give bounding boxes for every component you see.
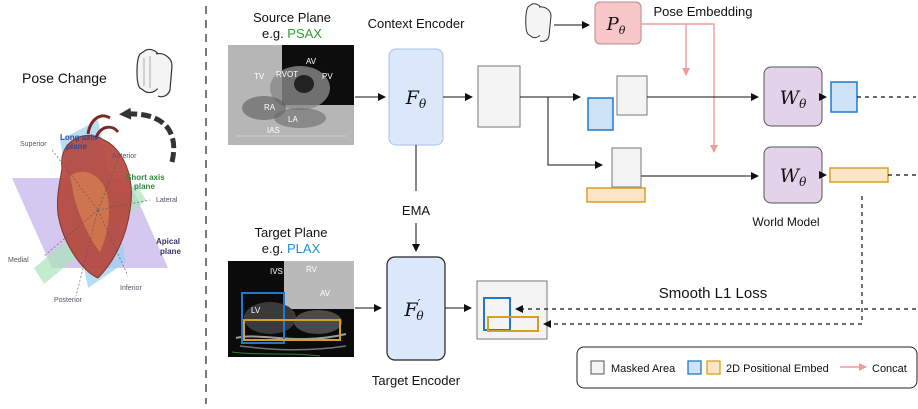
- legend-orange-swatch: [706, 360, 721, 375]
- axis-superior: [51, 149, 99, 211]
- label-superior: Superior: [20, 141, 47, 148]
- target-blue-mask: [241, 292, 285, 344]
- target-feature-orange: [487, 316, 539, 332]
- label-long-axis-2: plane: [66, 142, 87, 151]
- target-label-lv: LV: [251, 306, 261, 315]
- world-model-symbol-bottom: Wθ: [780, 165, 808, 189]
- context-feature-box: [477, 65, 521, 128]
- source-label-ra: RA: [264, 103, 276, 112]
- axis-inferior: [97, 209, 129, 277]
- legend-concat-label: Concat: [872, 363, 907, 375]
- concat-arrow-bottom: [686, 23, 718, 153]
- top-branch-feature: [616, 75, 648, 116]
- target-label-av: AV: [320, 289, 331, 298]
- context-encoder-label: Context Encoder: [368, 16, 466, 31]
- target-label-ivs: IVS: [270, 267, 283, 276]
- source-eg: e.g. PSAX: [262, 26, 322, 41]
- label-posterior: Posterior: [54, 297, 83, 304]
- axis-anterior: [97, 159, 119, 211]
- legend-pos-embed-label: 2D Positional Embed: [726, 363, 829, 375]
- heart-vessels: [86, 114, 120, 139]
- target-title: Target Plane: [255, 225, 328, 240]
- world-model-label: World Model: [752, 215, 819, 229]
- world-model-symbol-top: Wθ: [780, 87, 808, 111]
- target-encoder-label: Target Encoder: [372, 373, 461, 388]
- source-label-rvot: RVOT: [276, 70, 298, 79]
- label-apical-1: Apical: [156, 237, 180, 246]
- bottom-branch-pos-embed: [586, 187, 646, 203]
- pose-embedding-symbol: Pθ: [606, 14, 626, 37]
- target-orange-mask: [243, 319, 341, 341]
- target-eg-value: PLAX: [287, 241, 321, 256]
- heart-illustration: [12, 114, 168, 297]
- source-label-pv: PV: [322, 72, 333, 81]
- ema-label: EMA: [402, 203, 431, 218]
- target-eg-prefix: e.g.: [262, 241, 287, 256]
- source-label-la: LA: [288, 115, 298, 124]
- pose-change-title: Pose Change: [22, 70, 107, 86]
- probe-icon-small: [525, 3, 552, 42]
- top-branch-pos-embed: [587, 97, 614, 131]
- target-encoder-symbol: F′θ: [403, 297, 424, 323]
- label-medial: Medial: [8, 257, 29, 264]
- probe-icon: [136, 48, 173, 98]
- target-label-rv: RV: [306, 265, 318, 274]
- source-eg-value: PSAX: [287, 26, 322, 41]
- label-apical-2: plane: [160, 247, 181, 256]
- legend-blue-swatch: [687, 360, 702, 375]
- label-inferior: Inferior: [120, 285, 142, 292]
- legend-masked-swatch: [590, 360, 605, 375]
- loss-label: Smooth L1 Loss: [659, 285, 767, 302]
- label-anterior: Anterior: [112, 153, 137, 160]
- label-short-axis-2: plane: [134, 182, 155, 191]
- label-lateral: Lateral: [156, 197, 178, 204]
- rotation-arrow: [119, 107, 177, 163]
- source-label-av: AV: [306, 57, 317, 66]
- legend-masked-label: Masked Area: [611, 363, 676, 375]
- axis-posterior: [75, 209, 99, 297]
- predicted-pos-embed-top: [830, 81, 858, 113]
- loss-arrow-bottom: [543, 196, 863, 328]
- target-eg: e.g. PLAX: [262, 241, 321, 256]
- arrow-to-bottom-branch: [547, 97, 603, 169]
- context-encoder-symbol: Fθ: [405, 87, 427, 111]
- source-label-ias: IAS: [267, 126, 280, 135]
- pose-embedding-box: [594, 1, 642, 45]
- source-eg-prefix: e.g.: [262, 26, 287, 41]
- legend-box: [576, 346, 918, 389]
- concat-arrow-top: [641, 23, 690, 76]
- source-label-tv: TV: [254, 72, 265, 81]
- label-short-axis-1: Short axis: [126, 173, 165, 182]
- source-title: Source Plane: [253, 10, 331, 25]
- pose-embedding-label: Pose Embedding: [653, 4, 752, 19]
- bottom-branch-feature: [611, 147, 642, 188]
- label-long-axis-1: Long axis: [60, 133, 98, 142]
- predicted-pos-embed-bottom: [829, 167, 889, 183]
- heart-chamber: [70, 171, 109, 252]
- axis-lateral: [97, 199, 151, 211]
- source-ultrasound-image: [228, 45, 354, 145]
